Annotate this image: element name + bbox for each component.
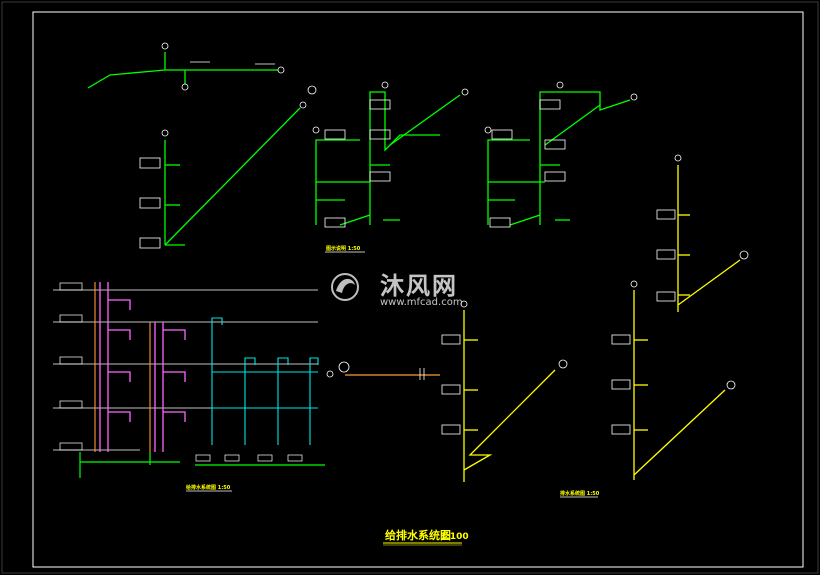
iso-group-right [487, 91, 631, 226]
riser-yellow-right-tags [611, 280, 736, 435]
top-left-iso-marks [161, 42, 285, 91]
main-title: 给排水系统图 [385, 528, 451, 542]
iso-group-middle-tags [312, 81, 469, 228]
riser-yellow-mid [463, 310, 556, 482]
riser-system-a [164, 107, 301, 246]
riser-yellow-top-tags [656, 154, 749, 302]
drawing-frame [32, 11, 804, 568]
riser-yellow-top [677, 165, 741, 312]
floor-lines [53, 289, 318, 451]
watermark-cn: 沐风网 [380, 272, 458, 300]
sub-caption-1: 图示说明 1:50 [326, 245, 361, 252]
connector-pipe-marks [326, 361, 425, 380]
sub-caption-2: 给排水系统图 1:50 [186, 484, 231, 491]
main-title-scale: 1:100 [440, 532, 469, 542]
elevation-risers-orange [94, 282, 151, 452]
sub-caption-3: 排水系统图 1:50 [560, 490, 600, 497]
elevation-risers-cyan [211, 317, 319, 445]
iso-group-right-tags [484, 81, 638, 228]
riser-yellow-mid-tags [441, 300, 568, 435]
elevation-risers-magenta [99, 282, 186, 452]
riser-yellow-right [633, 290, 726, 480]
watermark-logo-icon [331, 273, 359, 301]
iso-group-middle [315, 91, 461, 226]
riser-system-a-labels [139, 85, 317, 249]
top-left-iso-pipe [87, 52, 278, 89]
watermark: 沐风网 www.mfcad.com [331, 272, 463, 308]
elevation-tags [59, 282, 303, 462]
elevation-base-pipes [79, 452, 325, 478]
watermark-url: www.mfcad.com [380, 297, 463, 308]
